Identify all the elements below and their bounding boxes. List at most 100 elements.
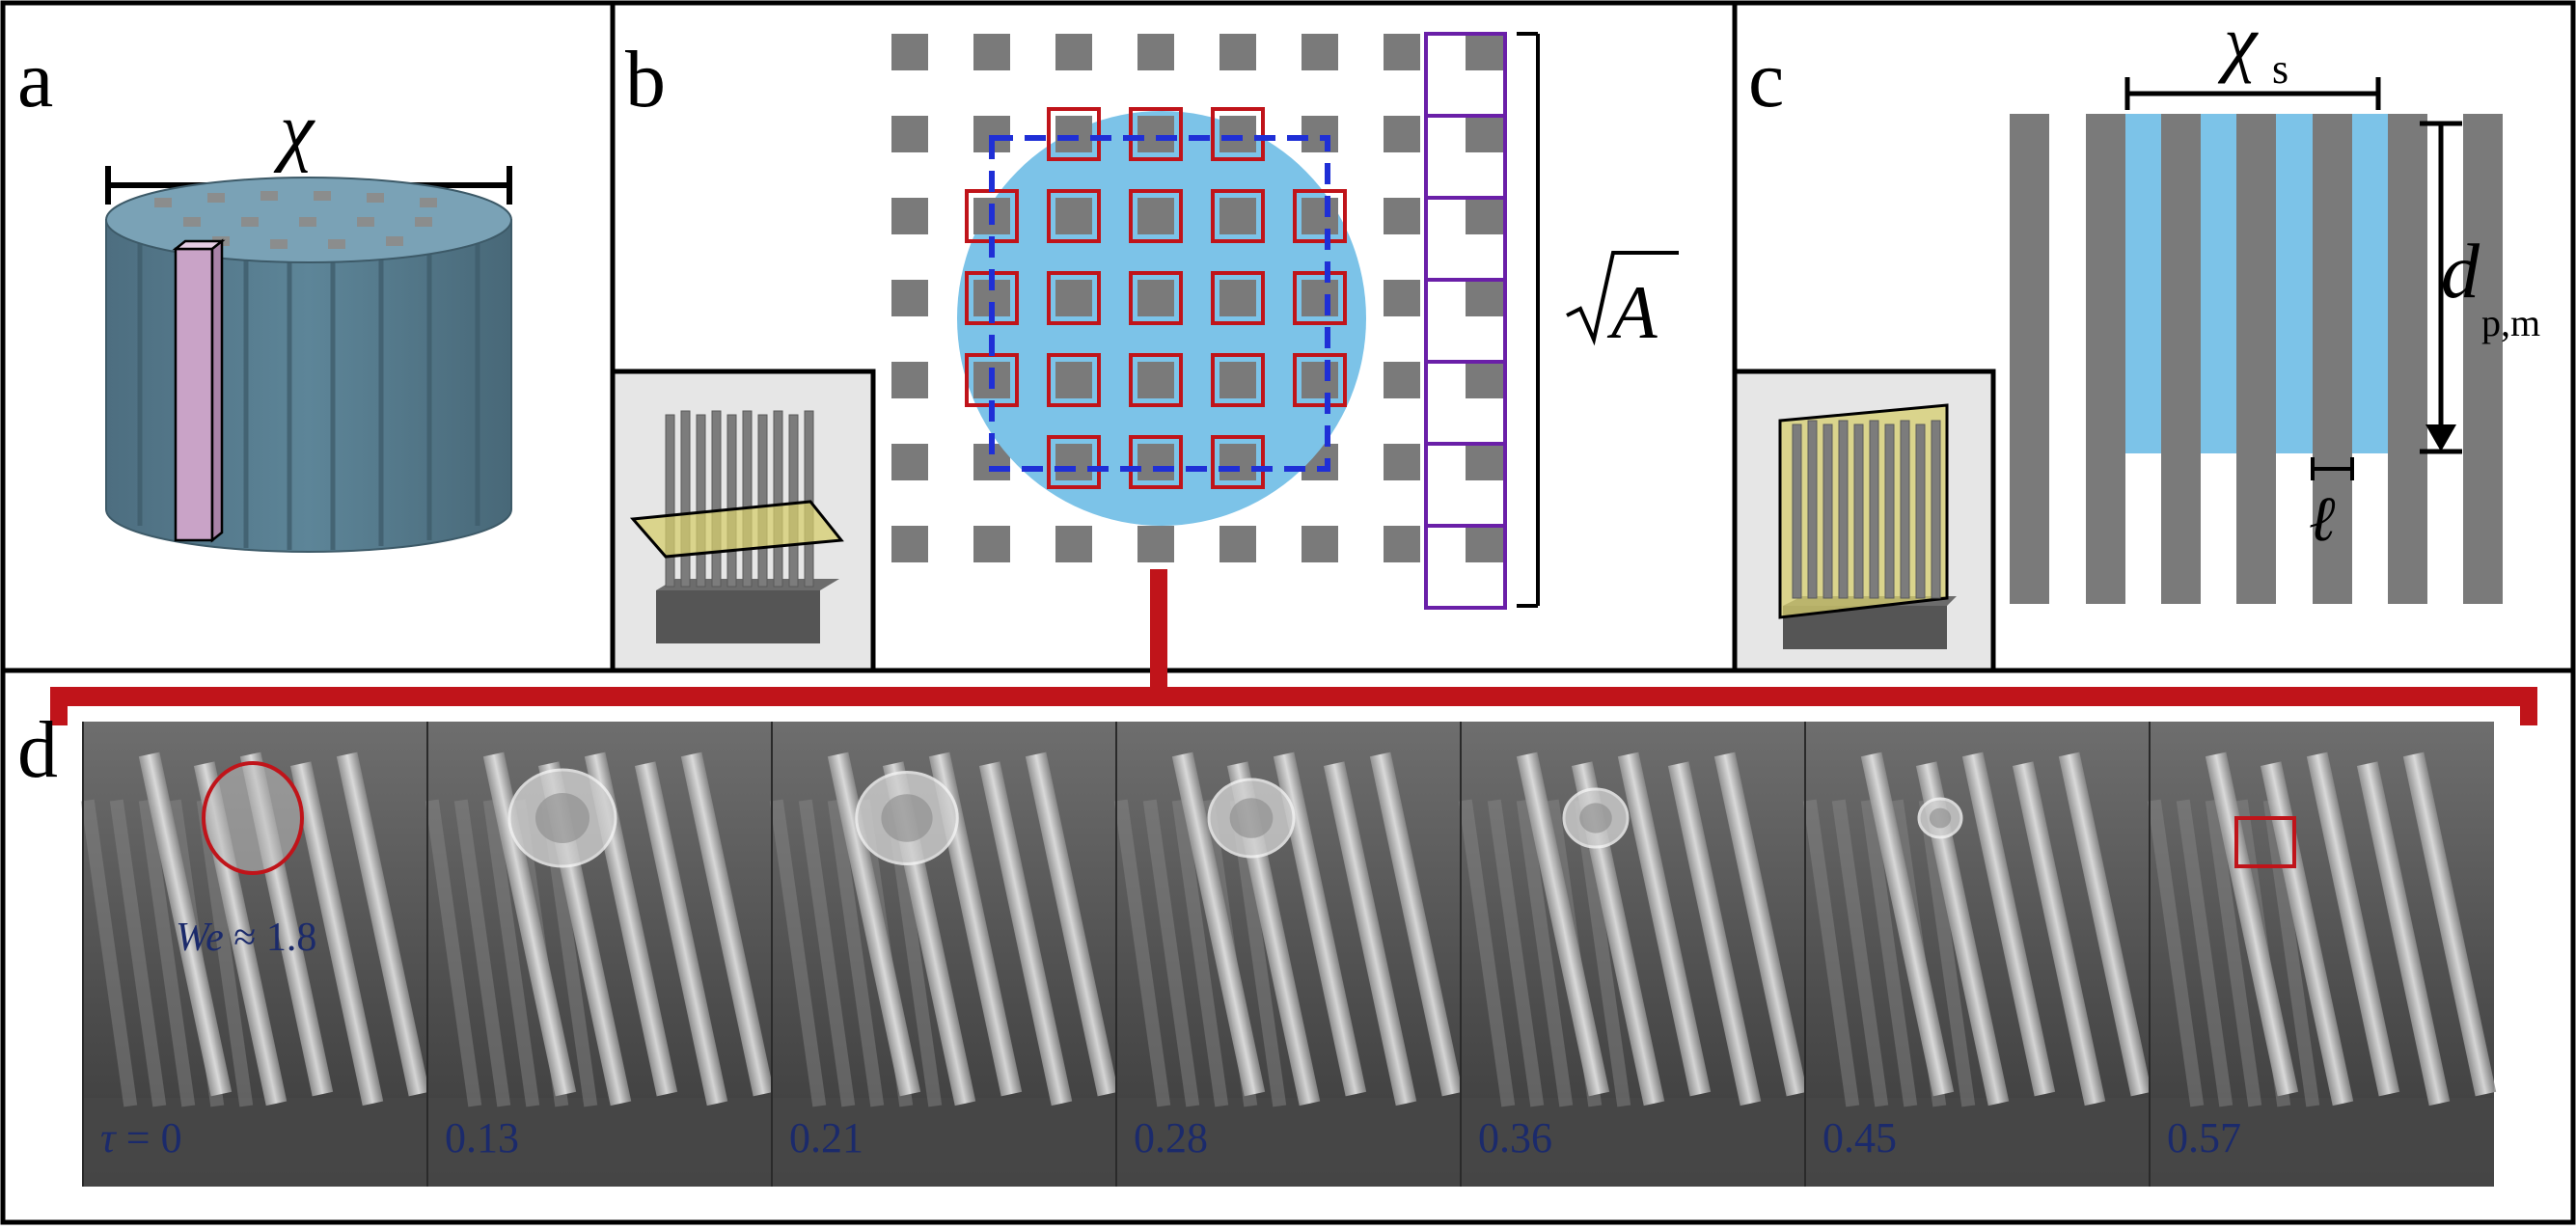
pillar-square — [891, 444, 928, 480]
pillar-square — [1384, 362, 1420, 398]
impact-frame: 0.13 — [425, 722, 775, 1187]
tau-value: 0.21 — [789, 1114, 863, 1162]
wetted-pillar-outline — [1047, 271, 1101, 325]
pillar-square — [891, 116, 928, 152]
droplet-marker-circle — [202, 761, 304, 875]
wetted-pillar — [1302, 198, 1338, 234]
pillar-square — [1219, 526, 1256, 562]
wetted-pillar — [1219, 444, 1256, 480]
wetted-pillar-outline — [1129, 107, 1183, 161]
wetted-pillar — [1219, 362, 1256, 398]
tau-value: 0.45 — [1822, 1114, 1897, 1162]
wetted-pillar-outline — [1047, 435, 1101, 489]
impact-frame: 0.21 — [769, 722, 1119, 1187]
wetted-pillar-outline — [1293, 271, 1347, 325]
pillar-square — [1384, 198, 1420, 234]
wetted-pillar — [1137, 116, 1174, 152]
tau-value: 0.57 — [2167, 1114, 2241, 1162]
panel-d-letter: d — [17, 705, 58, 795]
panel-b: b A — [610, 32, 1679, 673]
wetted-pillar-outline — [1211, 271, 1265, 325]
pillar-square — [891, 280, 928, 316]
svg-text:χ: χ — [2217, 0, 2259, 84]
wetted-pillar — [1302, 362, 1338, 398]
wetted-pillar-outline — [1211, 435, 1265, 489]
unit-cell-pillar — [1466, 444, 1503, 480]
wetted-pillar-outline — [1047, 189, 1101, 243]
wetted-pillar-outline — [1129, 353, 1183, 407]
panel-c: c χ s d p,m — [1732, 0, 2540, 673]
residual-marker-box — [2234, 816, 2296, 868]
impact-frame: 0.28 — [1113, 722, 1464, 1187]
pillar-square — [973, 526, 1010, 562]
panel-d: d We ≈ 1.8τ = 0 0.13 0.21 0.28 0.36 0.45 0.57 — [17, 705, 2497, 1187]
panel-a: a χ — [17, 35, 512, 553]
wetted-pillar-outline — [1293, 353, 1347, 407]
chi-label: χ — [273, 89, 315, 174]
sqrt-a-bracket — [1517, 32, 1540, 608]
side-pillars — [2010, 114, 2503, 604]
pillar-square — [1384, 526, 1420, 562]
pillar-square — [891, 198, 928, 234]
svg-text:p,m: p,m — [2481, 301, 2540, 344]
svg-text:A: A — [1606, 270, 1658, 354]
unit-cell-pillar — [1466, 362, 1503, 398]
pillar-square — [1137, 34, 1174, 70]
pillar-square — [1384, 116, 1420, 152]
inset-vertical-slice — [1732, 369, 1996, 673]
unit-cell-pillar — [1466, 526, 1503, 562]
wetted-pillar-outline — [1047, 353, 1101, 407]
depth-arrow — [2420, 121, 2462, 454]
unit-cell — [1424, 524, 1507, 610]
wetted-pillar — [1137, 198, 1174, 234]
projected-area-box — [989, 135, 1330, 472]
sqrt-a-label: A — [1566, 251, 1679, 354]
wetted-pillar — [1055, 444, 1092, 480]
unit-cell-pillar — [1466, 34, 1503, 70]
unit-cell-pillar — [1466, 116, 1503, 152]
pillar-square — [1137, 526, 1174, 562]
tau-label: τ = 0 — [100, 1114, 182, 1162]
wetted-pillar — [1219, 198, 1256, 234]
svg-text:d: d — [2441, 230, 2480, 314]
wetted-pillar — [1137, 444, 1174, 480]
wetted-pillar — [1302, 280, 1338, 316]
wetted-pillar-outline — [1129, 271, 1183, 325]
pillar-square — [891, 362, 928, 398]
pillar-square — [1302, 116, 1338, 152]
wetted-pillar — [1055, 198, 1092, 234]
wetted-pillar — [1137, 362, 1174, 398]
wetted-pillar — [1219, 280, 1256, 316]
wetted-pillar — [1055, 116, 1092, 152]
tau-value: 0.28 — [1134, 1114, 1208, 1162]
wetted-pillar-outline — [1047, 107, 1101, 161]
impact-image-sequence: We ≈ 1.8τ = 0 0.13 0.21 0.28 0.36 0.45 0.57 — [80, 722, 2497, 1187]
chi-s-label: χ s — [2217, 0, 2288, 93]
pillar-square — [1302, 526, 1338, 562]
tau-value: 0.13 — [445, 1114, 519, 1162]
panel-c-letter: c — [1748, 35, 1784, 124]
impact-frame: 0.36 — [1458, 722, 1808, 1187]
wetted-pillar-outline — [1211, 107, 1265, 161]
impact-frame: 0.57 — [2147, 722, 2497, 1187]
panel-a-letter: a — [17, 35, 53, 124]
impact-frame: 0.45 — [1802, 722, 2152, 1187]
pillar-square — [1219, 34, 1256, 70]
wetted-pillar — [1137, 280, 1174, 316]
wetted-pillar-outline — [1211, 189, 1265, 243]
pillar-square — [1055, 526, 1092, 562]
pillar-square — [973, 34, 1010, 70]
d-pm-label: d p,m — [2441, 230, 2540, 344]
pillar-square — [1055, 34, 1092, 70]
wetted-pillar-outline — [1129, 189, 1183, 243]
wetted-pillar-outline — [1211, 353, 1265, 407]
connector-bracket — [50, 569, 2537, 725]
impact-frame: We ≈ 1.8τ = 0 — [80, 722, 430, 1187]
tau-value: 0.36 — [1478, 1114, 1552, 1162]
wetted-pillar — [1055, 280, 1092, 316]
pillar-square — [1384, 444, 1420, 480]
pillar-cylinder — [105, 177, 512, 553]
pillar-square — [1384, 34, 1420, 70]
